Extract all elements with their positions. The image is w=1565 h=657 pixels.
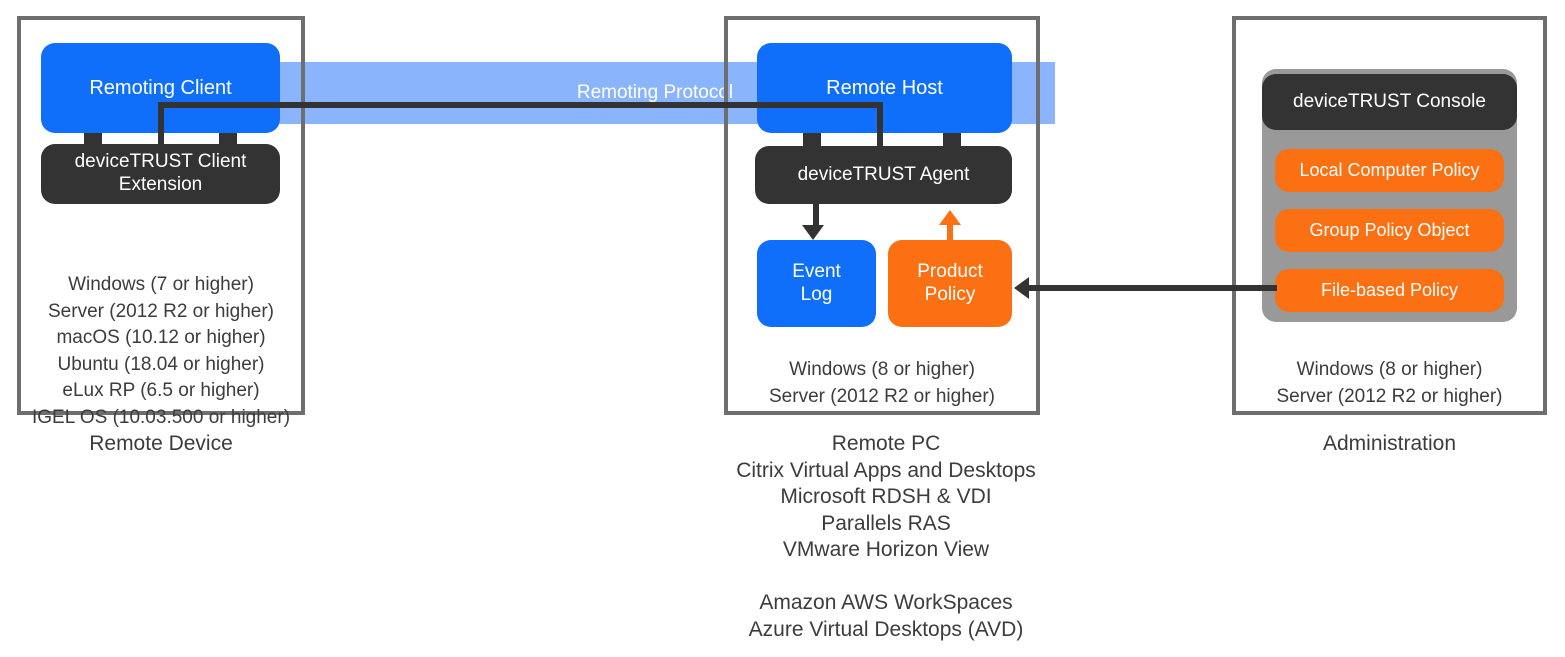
policy-to-agent-line	[947, 225, 953, 242]
remote-pc-requirements: Windows (8 or higher) Server (2012 R2 or…	[769, 359, 995, 407]
remoting-client-box[interactable]: Remoting Client	[41, 43, 280, 133]
remote-host-label: Remote Host	[826, 77, 943, 99]
client-stub-left	[84, 128, 102, 148]
policy-local-computer-label: Local Computer Policy	[1299, 159, 1480, 180]
devicetrust-agent-box[interactable]: deviceTRUST Agent	[755, 146, 1012, 204]
policy-file-based-box[interactable]: File-based Policy	[1275, 269, 1504, 312]
remoting-protocol-label: Remoting Protocol	[576, 82, 734, 103]
host-stub-right	[943, 128, 961, 150]
event-log-box[interactable]: Event Log	[757, 240, 876, 327]
administration-caption: Administration	[1322, 432, 1457, 455]
product-policy-box[interactable]: Product Policy	[888, 240, 1012, 327]
console-label: deviceTRUST Console	[1293, 90, 1486, 112]
policy-group-policy-object-box[interactable]: Group Policy Object	[1275, 209, 1504, 252]
policy-to-agent-arrowhead	[939, 210, 961, 225]
extension-to-agent-line-vertical-left	[158, 102, 164, 152]
remote-pc-panel	[724, 16, 1040, 415]
remote-device-panel	[17, 16, 305, 415]
policy-local-computer-box[interactable]: Local Computer Policy	[1275, 149, 1504, 192]
administration-to-product-policy-arrowhead	[1014, 277, 1029, 299]
remote-device-requirements: Windows (7 or higher) Server (2012 R2 or…	[31, 274, 291, 428]
remote-device-caption: Remote Device	[89, 432, 233, 455]
remote-pc-caption-secondary: Amazon AWS WorkSpaces Azure Virtual Desk…	[748, 591, 1024, 641]
administration-to-product-policy-line	[1029, 285, 1277, 291]
devicetrust-client-extension-box[interactable]: deviceTRUST Client Extension	[41, 144, 280, 204]
client-extension-label: deviceTRUST Client Extension	[74, 151, 247, 195]
remote-pc-caption: Remote PC Citrix Virtual Apps and Deskto…	[736, 432, 1036, 561]
policy-group-policy-object-label: Group Policy Object	[1309, 219, 1470, 240]
event-log-label: Event Log	[792, 260, 841, 305]
agent-label: deviceTRUST Agent	[797, 163, 970, 185]
agent-to-eventlog-line	[813, 204, 819, 226]
product-policy-label: Product Policy	[917, 260, 983, 305]
remote-host-box[interactable]: Remote Host	[757, 43, 1012, 133]
agent-to-eventlog-arrowhead	[802, 225, 824, 240]
devicetrust-console-box[interactable]: deviceTRUST Console	[1262, 74, 1517, 130]
remoting-client-label: Remoting Client	[89, 77, 232, 99]
host-stub-left	[803, 128, 821, 150]
policy-file-based-label: File-based Policy	[1320, 279, 1459, 300]
client-stub-right	[219, 128, 237, 148]
extension-to-agent-line-horizontal	[158, 102, 883, 108]
administration-requirements: Windows (8 or higher) Server (2012 R2 or…	[1276, 359, 1503, 407]
extension-to-agent-line-vertical-right	[877, 102, 883, 154]
administration-panel	[1232, 16, 1547, 415]
